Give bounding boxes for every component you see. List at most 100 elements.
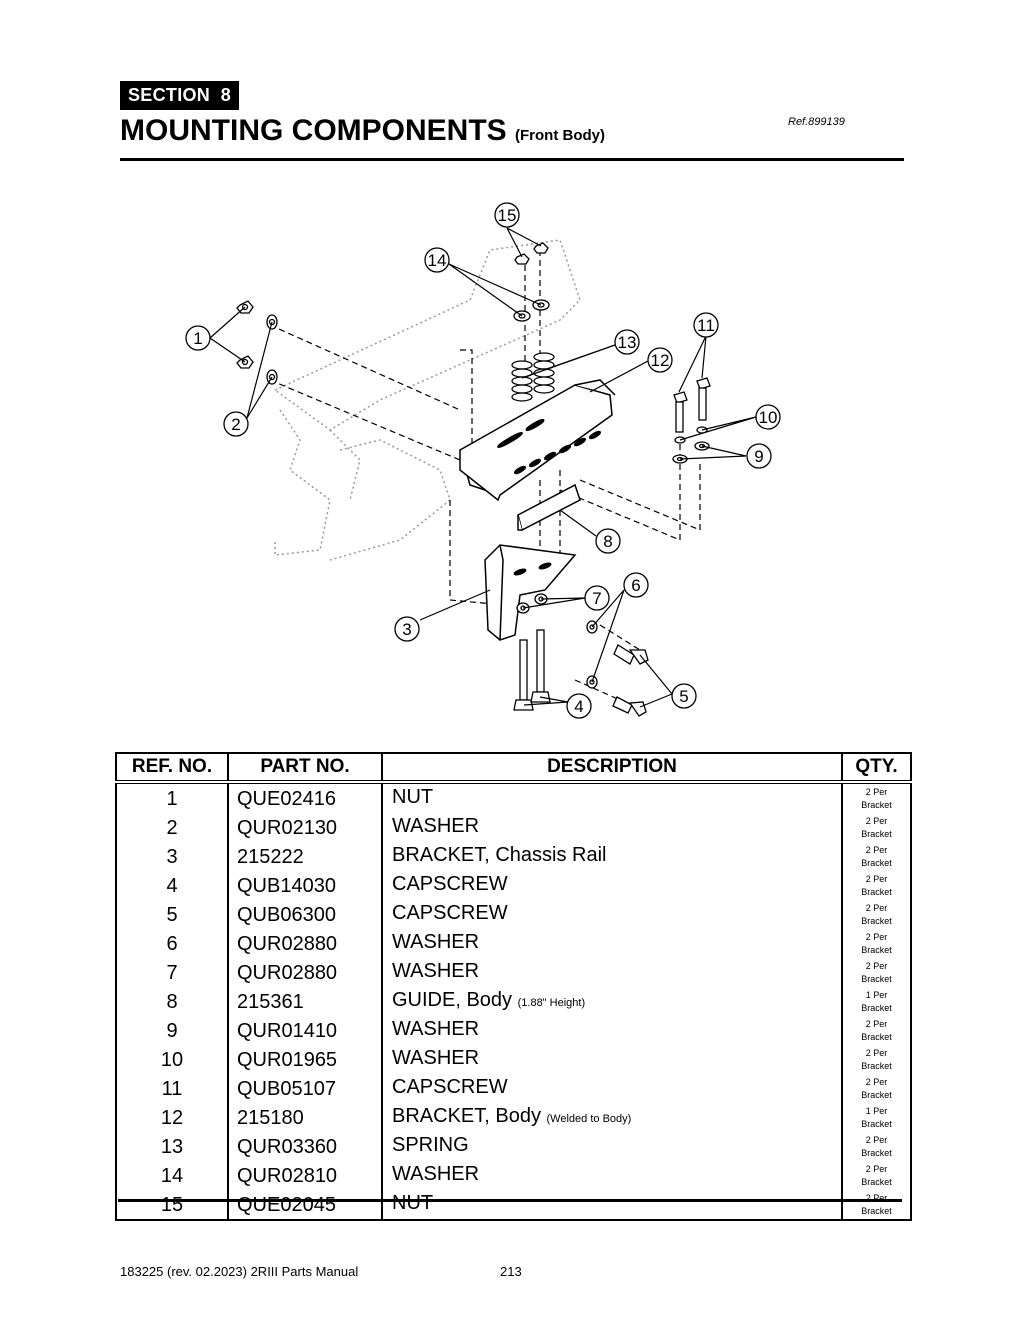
description-text: BRACKET, Chassis Rail xyxy=(392,844,607,866)
svg-text:12: 12 xyxy=(651,351,670,370)
callout-1: 1 xyxy=(185,325,211,351)
qty-line-2: Bracket xyxy=(861,1089,892,1100)
section-number: 8 xyxy=(220,85,232,105)
description-text: WASHER xyxy=(392,1163,480,1185)
callout-10: 10 xyxy=(755,404,781,430)
cell-part-no: QUR02880 xyxy=(227,929,382,958)
cell-part-no: QUB06300 xyxy=(227,900,382,929)
svg-text:2: 2 xyxy=(231,415,240,434)
cell-part-no: 215361 xyxy=(227,987,382,1016)
description-note: (1.88" Height) xyxy=(517,997,586,1009)
qty-line-1: 2 Per xyxy=(865,1163,888,1174)
qty-line-1: 2 Per xyxy=(865,931,888,942)
springs-ref-13 xyxy=(511,352,555,402)
svg-text:8: 8 xyxy=(603,532,612,551)
qty-line-1: 2 Per xyxy=(865,844,888,855)
callout-12: 12 xyxy=(647,347,673,373)
cell-description: GUIDE, Body (1.88" Height) xyxy=(381,987,842,1016)
qty-line-2: Bracket xyxy=(861,886,892,897)
cell-ref-no: 4 xyxy=(166,874,178,897)
cell-ref-no: 13 xyxy=(160,1135,184,1158)
chassis-rail-outline xyxy=(273,239,581,561)
cell-ref-no: 2 xyxy=(166,816,178,839)
callout-4: 4 xyxy=(566,693,592,719)
capscrews-ref-4 xyxy=(513,629,551,711)
callout-6: 6 xyxy=(623,572,649,598)
svg-text:11: 11 xyxy=(697,316,715,335)
description-text: WASHER xyxy=(392,1047,480,1069)
qty-line-1: 2 Per xyxy=(865,960,888,971)
cell-description: WASHER xyxy=(381,1161,842,1190)
cell-description: CAPSCREW xyxy=(381,900,842,929)
qty-line-1: 2 Per xyxy=(865,815,888,826)
description-text: WASHER xyxy=(392,960,480,982)
svg-text:6: 6 xyxy=(631,576,640,595)
qty-line-2: Bracket xyxy=(861,1205,892,1216)
washer-pair-ref-2 xyxy=(266,314,278,385)
description-note: (Welded to Body) xyxy=(546,1113,632,1125)
qty-line-1: 2 Per xyxy=(865,873,888,884)
page-number: 213 xyxy=(500,1264,522,1279)
qty-line-2: Bracket xyxy=(861,915,892,926)
reference-number: Ref.899139 xyxy=(788,116,845,128)
svg-text:4: 4 xyxy=(574,697,583,716)
footer-document-info: 183225 (rev. 02.2023) 2RIII Parts Manual xyxy=(120,1264,359,1279)
header-divider xyxy=(120,158,904,161)
washers-ref-7 xyxy=(516,593,548,614)
callouts: 1 2 3 4 5 6 7 8 9 10 11 12 13 14 15 xyxy=(185,202,781,719)
cell-ref-no: 8 xyxy=(166,990,178,1013)
qty-line-2: Bracket xyxy=(861,944,892,955)
table-header-row: REF. NO. PART NO. DESCRIPTION QTY. xyxy=(116,753,911,784)
callout-14: 14 xyxy=(424,247,450,273)
cell-description: NUT xyxy=(381,782,842,813)
section-badge: SECTION 8 xyxy=(120,81,240,110)
cell-ref-no: 3 xyxy=(166,845,178,868)
callout-5: 5 xyxy=(671,683,697,709)
svg-text:1: 1 xyxy=(193,329,202,348)
description-text: NUT xyxy=(392,786,434,808)
description-text: CAPSCREW xyxy=(392,873,508,895)
qty-line-2: Bracket xyxy=(861,1176,892,1187)
description-text: CAPSCREW xyxy=(392,1076,508,1098)
qty-line-1: 2 Per xyxy=(865,1134,888,1145)
body-bracket-ref-12 xyxy=(459,379,616,502)
description-text: WASHER xyxy=(392,931,480,953)
svg-text:5: 5 xyxy=(679,687,688,706)
description-text: SPRING xyxy=(392,1134,469,1156)
header-qty: QTY. xyxy=(841,753,911,784)
cell-ref-no: 7 xyxy=(166,961,178,984)
cell-part-no: QUR02810 xyxy=(227,1161,382,1190)
description-text: WASHER xyxy=(392,1018,480,1040)
cell-ref-no: 9 xyxy=(166,1019,178,1042)
svg-text:10: 10 xyxy=(759,408,778,427)
callout-13: 13 xyxy=(614,329,640,355)
leader-lines xyxy=(209,227,757,708)
cell-description: WASHER xyxy=(381,929,842,958)
chassis-rail-bracket-ref-3 xyxy=(484,544,577,641)
cell-description: WASHER xyxy=(381,958,842,987)
description-text: WASHER xyxy=(392,815,480,837)
cell-ref-no: 11 xyxy=(161,1077,183,1100)
cell-part-no: QUB05107 xyxy=(227,1074,382,1103)
callout-9: 9 xyxy=(746,443,772,469)
washers-ref-9 xyxy=(672,441,710,464)
cell-description: WASHER xyxy=(381,1045,842,1074)
